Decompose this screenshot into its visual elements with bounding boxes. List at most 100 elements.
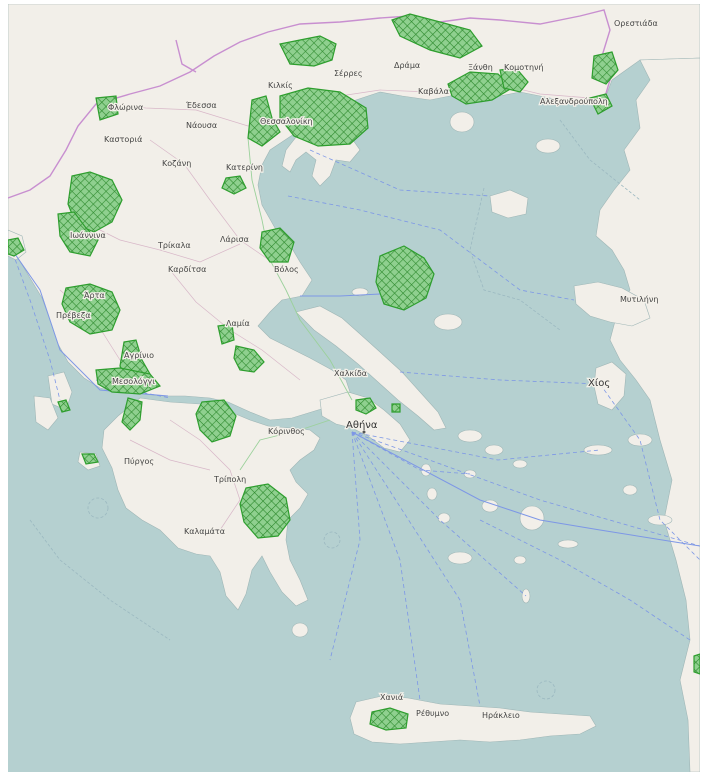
protected-area[interactable] (247, 95, 281, 147)
protected-area[interactable] (121, 397, 143, 431)
label-chania[interactable]: Χανιά (379, 692, 405, 704)
label-volos[interactable]: Βόλος (273, 263, 300, 276)
protected-area[interactable] (81, 453, 99, 465)
label-edessa[interactable]: Έδεσσα (184, 100, 218, 112)
label-chios[interactable]: Χίος (587, 376, 612, 391)
label-kozani[interactable]: Κοζάνη (161, 158, 193, 170)
skyros (433, 313, 463, 331)
protected-area[interactable] (95, 95, 119, 121)
label-karditsa[interactable]: Καρδίτσα (167, 264, 208, 276)
label-ioannina[interactable]: Ιωάννινα (69, 230, 107, 242)
highway (247, 137, 353, 401)
ferry-route (329, 431, 361, 661)
kos (647, 514, 673, 526)
label-drama[interactable]: Δράμα (393, 60, 422, 72)
protected-area[interactable] (217, 323, 235, 345)
label-kalamata[interactable]: Καλαμάτα (183, 526, 226, 538)
label-komotini[interactable]: Κομοτηνή (503, 62, 545, 74)
land-masses (8, 4, 700, 772)
protected-area[interactable] (591, 51, 619, 85)
label-alexandroupoli[interactable]: Αλεξανδρούπολη (539, 95, 609, 108)
protected-area[interactable] (375, 245, 435, 311)
ferry-route (351, 431, 471, 475)
label-orestiada[interactable]: Ορεστιάδα (613, 18, 659, 30)
label-arta[interactable]: Άρτα (83, 290, 106, 302)
protected-area[interactable] (57, 399, 71, 413)
label-korinthos[interactable]: Κόρινθος (267, 425, 306, 438)
label-naousa[interactable]: Νάουσα (185, 120, 219, 132)
label-lamia[interactable]: Λαμία (225, 318, 251, 330)
protected-area[interactable] (95, 367, 161, 395)
ferry-line (300, 293, 381, 297)
protected-area[interactable] (8, 237, 25, 257)
protected-area[interactable] (499, 67, 529, 93)
ferry-route (8, 239, 61, 401)
contour-line (559, 119, 641, 201)
label-rethymno[interactable]: Ρέθυμνο (415, 707, 451, 720)
protected-area[interactable] (369, 707, 409, 731)
label-katerini[interactable]: Κατερίνη (225, 162, 264, 174)
protected-area[interactable] (195, 399, 237, 443)
road (129, 439, 211, 471)
label-thessaloniki[interactable]: Θεσσαλονίκη (259, 116, 314, 128)
map-frame[interactable]: Ορεστιάδα Κιλκίς Σέρρες Δράμα Ξάνθη Κομο… (8, 4, 700, 772)
border-spur (175, 39, 197, 73)
kalymnos (622, 484, 638, 496)
contour-ring (323, 531, 341, 549)
turkey-coast (595, 57, 700, 772)
country-borders (8, 9, 611, 199)
road (149, 139, 273, 263)
crete (349, 695, 597, 745)
label-preveza[interactable]: Πρέβεζα (55, 309, 92, 322)
label-florina[interactable]: Φλώρινα (107, 101, 145, 114)
map-canvas[interactable]: Ορεστιάδα Κιλκίς Σέρρες Δράμα Ξάνθη Κομο… (8, 4, 700, 772)
label-serres[interactable]: Σέρρες (333, 67, 364, 80)
protected-areas[interactable] (8, 13, 700, 731)
ferry-route (309, 149, 491, 197)
protected-area[interactable] (239, 483, 291, 539)
protected-area[interactable] (279, 35, 337, 67)
ferry-route (351, 431, 700, 547)
ferry-routes (8, 149, 700, 707)
protected-area[interactable] (391, 403, 401, 413)
protected-area[interactable] (233, 345, 265, 373)
label-larisa[interactable]: Λάρισα (219, 234, 250, 246)
lesvos (573, 281, 651, 327)
protected-area[interactable] (391, 13, 483, 59)
tinos (484, 444, 504, 456)
road (79, 219, 241, 263)
contour-line (29, 519, 171, 641)
protected-area[interactable] (355, 397, 377, 415)
label-mesolongi[interactable]: Μεσολόγγι (111, 375, 157, 388)
protected-area[interactable] (221, 175, 247, 195)
label-irakleio[interactable]: Ηράκλειο (481, 710, 521, 722)
samos (627, 433, 653, 447)
road (169, 419, 241, 531)
ferry-route (351, 431, 601, 461)
label-tripoli[interactable]: Τρίπολη (212, 474, 248, 486)
naxos (519, 505, 545, 531)
kythira (291, 622, 309, 638)
protected-area[interactable] (67, 171, 123, 233)
label-chalkida[interactable]: Χαλκίδα (333, 368, 369, 380)
label-trikala[interactable]: Τρίκαλα (156, 240, 192, 252)
protected-area[interactable] (61, 283, 121, 335)
highway (239, 419, 331, 471)
label-athina[interactable]: Αθήνα (345, 418, 379, 433)
ferry-route (351, 431, 421, 701)
protected-area[interactable] (447, 71, 513, 105)
label-kastoria[interactable]: Καστοριά (103, 134, 144, 146)
label-kavala[interactable]: Καβάλα (417, 86, 450, 98)
protected-area[interactable] (57, 211, 99, 257)
label-xanthi[interactable]: Ξάνθη (467, 62, 494, 74)
label-mytilini[interactable]: Μυτιλήνη (619, 294, 660, 306)
label-agrinio[interactable]: Αγρίνιο (123, 350, 156, 362)
serifos (437, 512, 451, 524)
protected-area[interactable] (693, 653, 700, 675)
protected-area[interactable] (279, 87, 369, 147)
skopelos (351, 287, 369, 297)
protected-area[interactable] (259, 227, 295, 263)
label-pyrgos[interactable]: Πύργος (123, 455, 156, 468)
label-kilkis[interactable]: Κιλκίς (267, 80, 294, 92)
protected-area[interactable] (589, 93, 613, 115)
